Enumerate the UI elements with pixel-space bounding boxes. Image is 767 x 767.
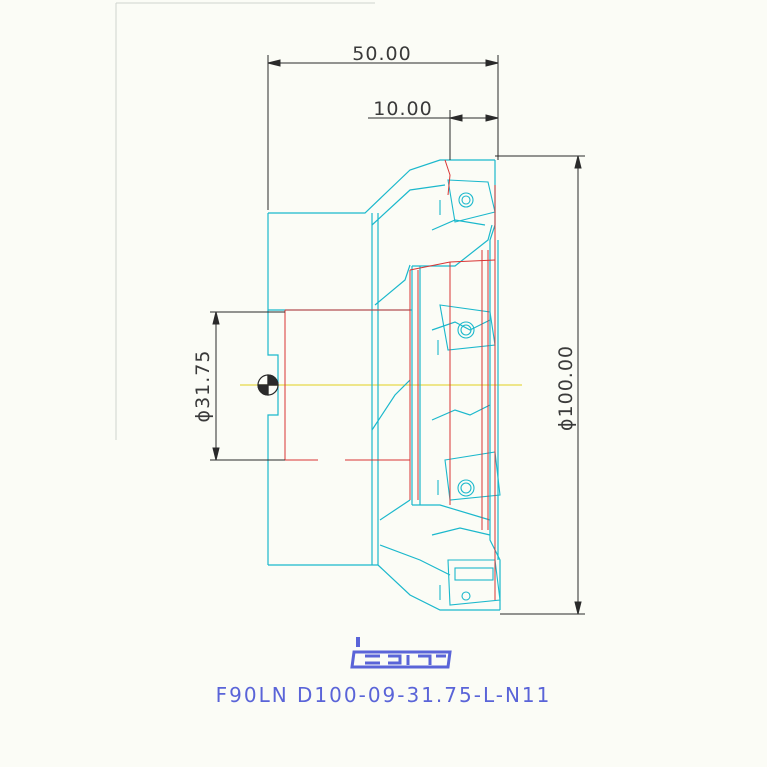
iscar-logo: iscar [350,637,452,669]
bore-symbol [257,374,279,396]
insert-top [439,179,496,223]
dim-cutting-diameter: ϕ100.00 [555,345,577,431]
hidden-lines [284,159,496,600]
insert-upper-mid [437,304,496,355]
insert-lower-mid [437,451,501,501]
dim-overall-length: 50.00 [352,43,411,65]
dim-insert-offset: 10.00 [373,98,432,120]
dim-bore-diameter: ϕ31.75 [192,350,214,423]
part-code-label: F90LN D100-09-31.75-L-N11 [215,683,552,707]
tool-body [267,159,501,611]
insert-bottom [439,559,501,606]
dimension-lines [210,55,585,615]
sheet-border [115,2,375,440]
